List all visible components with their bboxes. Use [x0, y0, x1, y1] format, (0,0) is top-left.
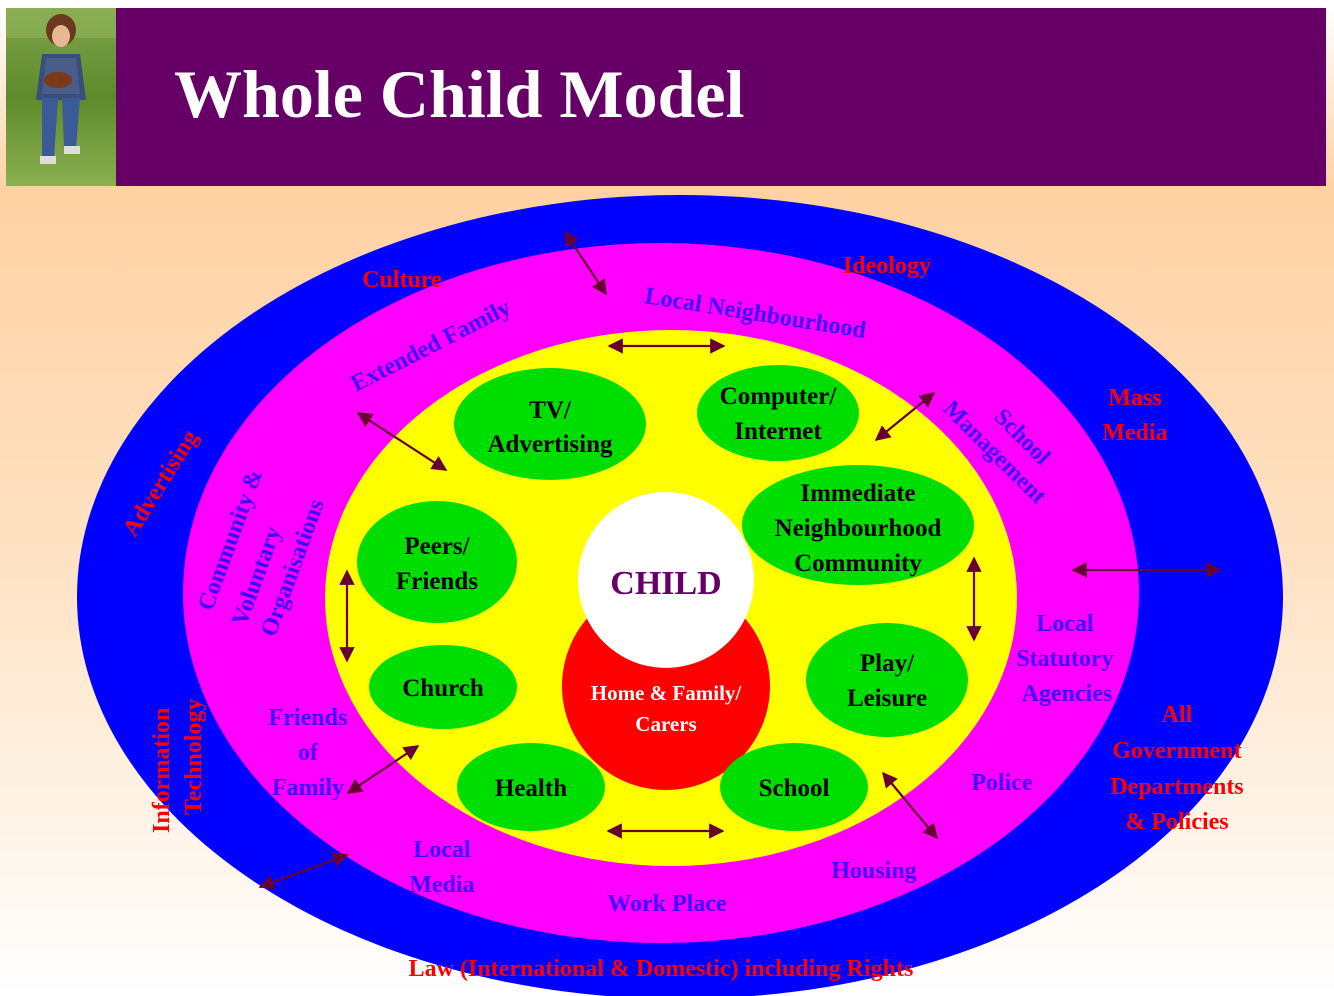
- carers-label: Carers: [635, 712, 696, 736]
- title-banner: Whole Child Model: [116, 8, 1326, 186]
- local-label: Local: [1036, 611, 1094, 637]
- health-bubble: [457, 743, 605, 831]
- local-media-line1: Local: [413, 837, 471, 863]
- child-circle: [578, 492, 754, 668]
- tv-label: TV/: [529, 397, 572, 424]
- slide-title: Whole Child Model: [174, 56, 745, 132]
- information-label: Information: [149, 708, 175, 833]
- arrow-extended-family: [356, 412, 448, 471]
- church-label: Church: [402, 675, 484, 702]
- ideology-label: Ideology: [843, 253, 931, 279]
- school-bubble: [720, 743, 868, 831]
- arrow-school-housing: [882, 771, 938, 840]
- internet-label: Internet: [734, 418, 822, 445]
- computer-internet-bubble: [697, 365, 859, 461]
- arrow-school-management: [874, 392, 936, 441]
- police-label: Police: [971, 770, 1033, 796]
- home-family-label: Home & Family/: [591, 681, 743, 705]
- technology-label: Technology: [181, 699, 207, 815]
- play-leisure-bubble: [806, 623, 968, 737]
- immediate-label: Immediate: [800, 480, 915, 507]
- neighbourhood-label: Neighbourhood: [775, 515, 942, 542]
- arrow-culture-neighbourhood: [564, 230, 607, 296]
- child-label: CHILD: [610, 565, 721, 602]
- computer-label: Computer/: [720, 383, 838, 410]
- friends-of-family-line1: Friends: [269, 705, 348, 731]
- friends-of-family-line2: of: [298, 740, 319, 766]
- policies-label: & Policies: [1125, 809, 1228, 835]
- arrow-friends-of-family: [346, 745, 420, 794]
- all-label: All: [1162, 702, 1193, 728]
- peers-label: Peers/: [404, 533, 470, 560]
- local-media-line2: Media: [409, 872, 474, 898]
- work-place-label: Work Place: [607, 891, 727, 917]
- agencies-label: Agencies: [1022, 681, 1113, 707]
- child-photo: [6, 8, 116, 186]
- play-label: Play/: [860, 650, 915, 677]
- arrow-local-media: [258, 852, 349, 890]
- law-label: Law (International & Domestic) including…: [409, 956, 914, 982]
- leisure-label: Leisure: [847, 685, 927, 712]
- immediate-neighbourhood-bubble: [742, 465, 974, 585]
- church-bubble: [369, 645, 517, 729]
- mass-label: Mass: [1108, 385, 1161, 411]
- friends-of-family-line3: Family: [272, 775, 344, 801]
- community-label: Community: [794, 550, 922, 577]
- media-label: Media: [1102, 420, 1167, 446]
- departments-label: Departments: [1110, 774, 1243, 800]
- housing-label: Housing: [831, 858, 916, 884]
- peers-friends-bubble: [357, 501, 517, 623]
- health-label: Health: [495, 775, 567, 802]
- friends-label: Friends: [396, 568, 478, 595]
- government-label: Government: [1112, 738, 1241, 764]
- school-label: School: [759, 775, 830, 802]
- advertising-inner-label: Advertising: [488, 431, 614, 458]
- tv-advertising-bubble: [454, 368, 646, 480]
- culture-label: Culture: [362, 267, 442, 293]
- statutory-label: Statutory: [1016, 646, 1113, 672]
